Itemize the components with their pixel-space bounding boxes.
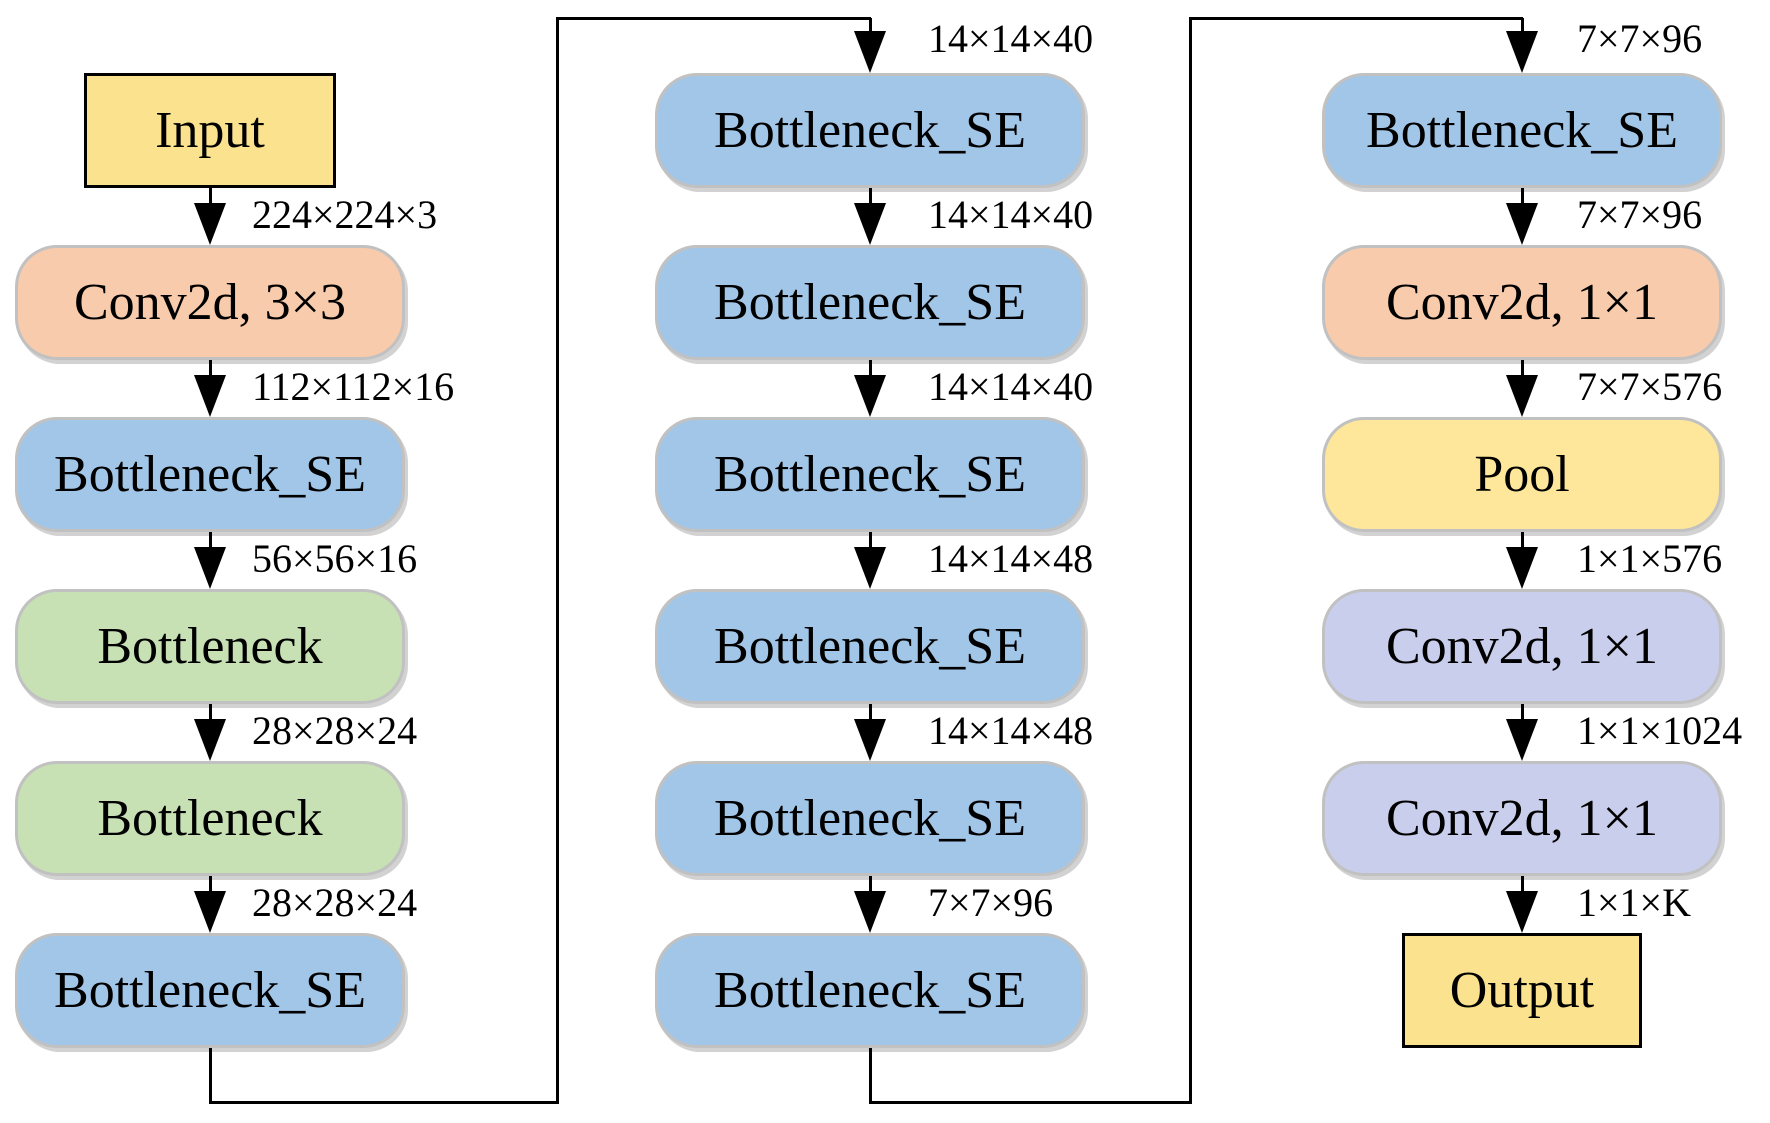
- arrow-head: [194, 203, 226, 245]
- tensor-dim-label: 14×14×40: [928, 16, 1094, 61]
- arrow-stem: [869, 532, 872, 550]
- tensor-dim-label: 56×56×16: [252, 536, 418, 581]
- arrow-stem: [869, 18, 872, 33]
- tensor-dim-label: 7×7×96: [1577, 192, 1703, 237]
- arrow-stem: [1521, 532, 1524, 550]
- arrow-head: [1506, 891, 1538, 933]
- tensor-dim-label: 224×224×3: [252, 192, 438, 237]
- tensor-dim-label: 14×14×40: [928, 364, 1094, 409]
- block-bottleneck-se: Bottleneck_SE: [1322, 73, 1722, 188]
- arrow-stem: [869, 360, 872, 378]
- arrow-head: [854, 31, 886, 73]
- block-bottleneck-se: Bottleneck_SE: [15, 933, 405, 1048]
- connector-line: [556, 17, 559, 1104]
- tensor-dim-label: 14×14×48: [928, 708, 1094, 753]
- tensor-dim-label: 1×1×K: [1577, 880, 1692, 925]
- arrow-head: [194, 719, 226, 761]
- tensor-dim-label: 14×14×40: [928, 192, 1094, 237]
- arrow-head: [1506, 719, 1538, 761]
- block-bottleneck-se: Bottleneck_SE: [655, 245, 1085, 360]
- connector-line: [1189, 17, 1192, 1104]
- block-bottleneck-se: Bottleneck_SE: [655, 761, 1085, 876]
- block-input: Input: [84, 73, 336, 188]
- tensor-dim-label: 1×1×576: [1577, 536, 1723, 581]
- tensor-dim-label: 28×28×24: [252, 880, 418, 925]
- arrow-stem: [209, 704, 212, 722]
- block-bottleneck: Bottleneck: [15, 589, 405, 704]
- arrow-stem: [1521, 876, 1524, 894]
- connector-line: [869, 1048, 872, 1104]
- arrow-stem: [869, 188, 872, 206]
- block-output: Output: [1402, 933, 1642, 1048]
- tensor-dim-label: 7×7×96: [928, 880, 1054, 925]
- arrow-stem: [869, 704, 872, 722]
- connector-line: [556, 17, 871, 20]
- arrow-head: [854, 891, 886, 933]
- arrow-head: [1506, 375, 1538, 417]
- block-bottleneck: Bottleneck: [15, 761, 405, 876]
- connector-line: [1189, 17, 1523, 20]
- arrow-head: [854, 547, 886, 589]
- arrow-stem: [869, 876, 872, 894]
- block-pool: Pool: [1322, 417, 1722, 532]
- block-bottleneck-se: Bottleneck_SE: [655, 589, 1085, 704]
- arrow-stem: [209, 876, 212, 894]
- block-conv2d-1x1: Conv2d, 1×1: [1322, 245, 1722, 360]
- tensor-dim-label: 1×1×1024: [1577, 708, 1743, 753]
- tensor-dim-label: 112×112×16: [252, 364, 455, 409]
- arrow-head: [1506, 203, 1538, 245]
- arrow-stem: [1521, 360, 1524, 378]
- block-conv2d-1x1: Conv2d, 1×1: [1322, 589, 1722, 704]
- connector-line: [209, 1048, 212, 1104]
- tensor-dim-label: 28×28×24: [252, 708, 418, 753]
- tensor-dim-label: 7×7×576: [1577, 364, 1723, 409]
- block-conv2d-1x1: Conv2d, 1×1: [1322, 761, 1722, 876]
- block-bottleneck-se: Bottleneck_SE: [15, 417, 405, 532]
- arrow-head: [194, 891, 226, 933]
- block-conv2d-3x3: Conv2d, 3×3: [15, 245, 405, 360]
- arrow-head: [1506, 31, 1538, 73]
- tensor-dim-label: 7×7×96: [1577, 16, 1703, 61]
- block-bottleneck-se: Bottleneck_SE: [655, 933, 1085, 1048]
- arrow-stem: [1521, 704, 1524, 722]
- arrow-stem: [1521, 188, 1524, 206]
- arrow-stem: [209, 532, 212, 550]
- block-bottleneck-se: Bottleneck_SE: [655, 417, 1085, 532]
- arrow-head: [194, 547, 226, 589]
- arrow-stem: [209, 188, 212, 206]
- arrow-head: [854, 203, 886, 245]
- connector-line: [209, 1101, 559, 1104]
- block-bottleneck-se: Bottleneck_SE: [655, 73, 1085, 188]
- arrow-stem: [1521, 18, 1524, 33]
- arrow-stem: [209, 360, 212, 378]
- connector-line: [869, 1101, 1192, 1104]
- arrow-head: [194, 375, 226, 417]
- arrow-head: [854, 375, 886, 417]
- arrow-head: [1506, 547, 1538, 589]
- tensor-dim-label: 14×14×48: [928, 536, 1094, 581]
- arrow-head: [854, 719, 886, 761]
